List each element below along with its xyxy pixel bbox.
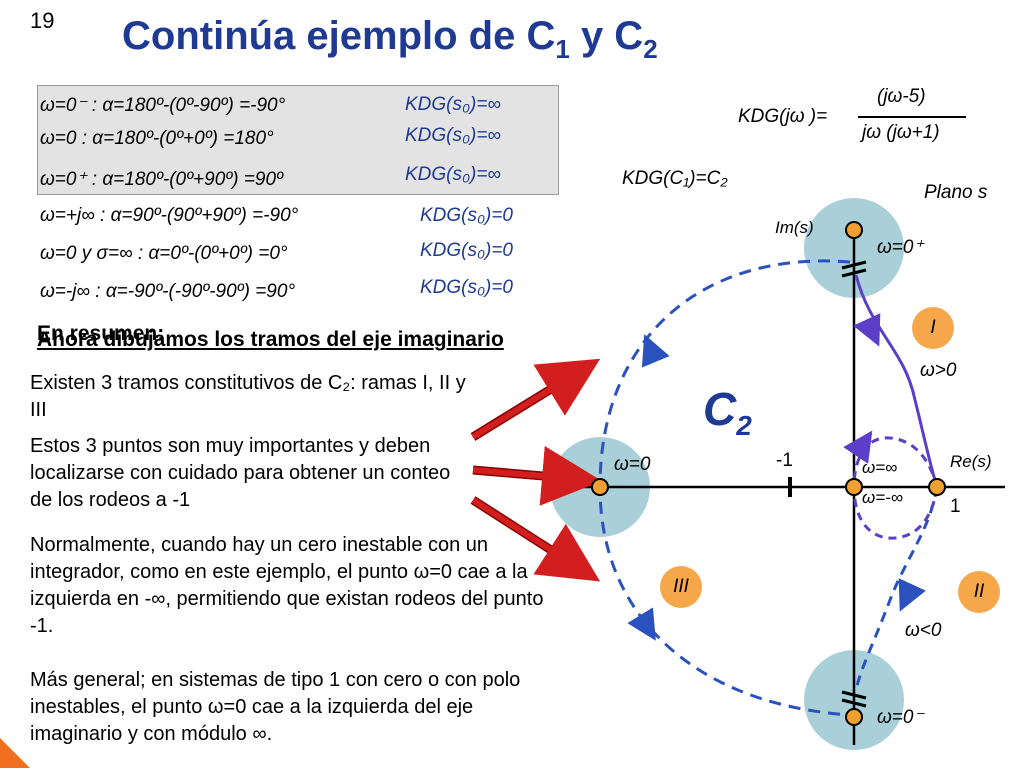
row-kdg: KDG(s₀)=0: [420, 240, 513, 261]
row-kdg: KDG(s₀)=∞: [405, 125, 501, 146]
curve-name: C2: [703, 383, 752, 442]
point-winf: [845, 478, 863, 496]
w0plus-label: ω=0⁺: [877, 237, 924, 258]
branch-II-badge: II: [958, 571, 1000, 613]
point-w0: [591, 478, 609, 496]
row-text: ω=0 : α=180º-(0º+0º) =180°: [40, 128, 274, 149]
plane-label: Plano s: [924, 182, 988, 203]
paragraph-normalmente: Normalmente, cuando hay un cero inestabl…: [30, 534, 544, 637]
axis-break-bottom: [841, 690, 867, 708]
corner-decoration: [0, 738, 30, 768]
formula-denominator: jω (jω+1): [862, 122, 940, 143]
row-kdg: KDG(s₀)=0: [420, 277, 513, 298]
row-text: ω=0 y σ=∞ : α=0º-(0º+0º) =0°: [40, 243, 288, 264]
paragraph-general: Más general; en sistemas de tipo 1 con c…: [30, 669, 521, 745]
w-positive-label: ω>0: [920, 360, 957, 381]
formula-lhs: KDG(jω )=: [738, 106, 828, 127]
heading-ahora: Ahora dibujamos los tramos del eje imagi…: [37, 328, 504, 351]
red-arrow-3: [471, 497, 601, 582]
point-one: [928, 478, 946, 496]
row-kdg: KDG(s₀)=∞: [405, 164, 501, 185]
w-negative-label: ω<0: [905, 620, 942, 641]
im-axis-label: Im(s): [775, 218, 814, 237]
point-w0minus: [845, 708, 863, 726]
winf-neg-label: ω=-∞: [862, 488, 903, 507]
re-axis-label: Re(s): [950, 452, 992, 471]
formula-relation: KDG(C₁)=C₂: [622, 168, 728, 189]
row-kdg: KDG(s₀)=0: [420, 205, 513, 226]
branch-I-arrow: [853, 313, 881, 347]
row-text: ω=0⁻ : α=180º-(0º-90º) =-90°: [40, 95, 286, 116]
origin-loop-arrow: [843, 430, 873, 464]
red-arrow-1: [471, 358, 601, 440]
branch-II-arrow: [898, 578, 926, 612]
paragraph-tramos: Existen 3 tramos constitutivos de C₂: ra…: [30, 372, 466, 421]
slide-title: Continúa ejemplo de C1 y C2: [122, 14, 658, 64]
branch-III-arrow-top: [641, 334, 670, 368]
one-label: 1: [950, 496, 961, 517]
red-arrow-2: [472, 446, 602, 506]
branch-III-arrow-bottom: [627, 607, 656, 641]
row-kdg: KDG(s₀)=∞: [405, 94, 501, 115]
row-text: ω=+j∞ : α=90º-(90º+90º) =-90°: [40, 205, 299, 226]
branch-I-badge: I: [912, 307, 954, 349]
branch-I-curve: [854, 274, 939, 488]
w0minus-label: ω=0⁻: [877, 707, 924, 728]
fraction-bar: [858, 116, 966, 118]
branch-III-badge: III: [660, 566, 702, 608]
highlight-box: [37, 85, 559, 195]
row-text: ω=-j∞ : α=-90º-(-90º-90º) =90°: [40, 281, 296, 302]
row-text: ω=0⁺ : α=180º-(0º+90º) =90º: [40, 169, 284, 190]
minus-one-label: -1: [776, 450, 793, 471]
slide-number: 19: [30, 8, 55, 33]
paragraph-puntos: Estos 3 puntos son muy importantes y deb…: [30, 435, 451, 511]
formula-numerator: (jω-5): [877, 86, 926, 107]
w0-label: ω=0: [614, 454, 651, 475]
winf-pos-label: ω=∞: [862, 458, 898, 477]
branch-II-curve: [854, 486, 939, 691]
heading-en-resumen: En resumen:: [37, 322, 165, 345]
axis-break-top: [841, 260, 867, 278]
point-w0plus: [845, 221, 863, 239]
